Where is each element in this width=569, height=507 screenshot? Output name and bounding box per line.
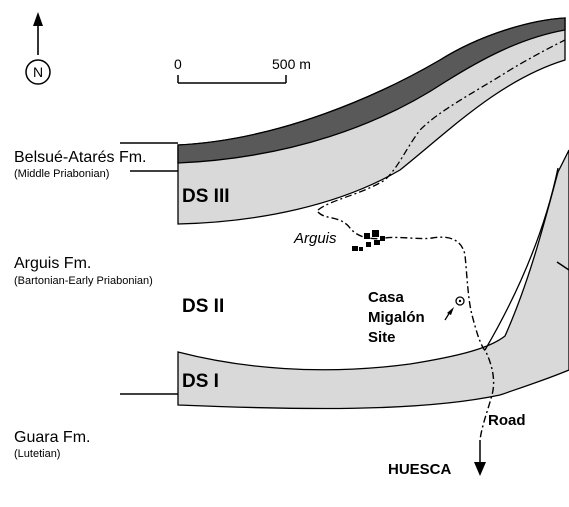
road-arrow-head <box>474 462 486 476</box>
site-label-line3: Site <box>368 329 396 346</box>
site-label-line2: Migalón <box>368 309 425 326</box>
track-upper <box>317 39 566 211</box>
site-label-line1: Casa <box>368 289 404 306</box>
road-label: Road <box>488 412 526 429</box>
town-buildings <box>352 230 385 251</box>
sequence-ds2-label: DS II <box>182 296 225 317</box>
road-destination-label: HUESCA <box>388 461 452 478</box>
site-marker-icon <box>455 296 465 306</box>
contact-line <box>484 167 559 351</box>
scale-label-min: 0 <box>174 56 182 72</box>
sequence-ds1-label: DS I <box>182 371 219 392</box>
north-letter: N <box>33 64 44 80</box>
formation-belsue-age: (Middle Priabonian) <box>14 168 110 180</box>
formation-guara-age: (Lutetian) <box>14 448 61 460</box>
ds1-unit <box>177 149 569 410</box>
road-route <box>317 211 495 441</box>
scale-label-max: 500 m <box>272 56 311 72</box>
formation-belsue-name: Belsué-Atarés Fm. <box>14 149 147 166</box>
town-label: Arguis <box>294 230 337 247</box>
sequence-ds3-label: DS III <box>182 186 230 207</box>
formation-arguis-name: Arguis Fm. <box>14 255 92 272</box>
north-arrow-icon <box>25 12 51 85</box>
fault-tick <box>556 261 569 271</box>
scale-bar <box>177 75 287 84</box>
belsue-dark-band <box>177 17 566 164</box>
formation-arguis-age: (Bartonian-Early Priabonian) <box>14 275 153 287</box>
formation-guara-name: Guara Fm. <box>14 429 91 446</box>
